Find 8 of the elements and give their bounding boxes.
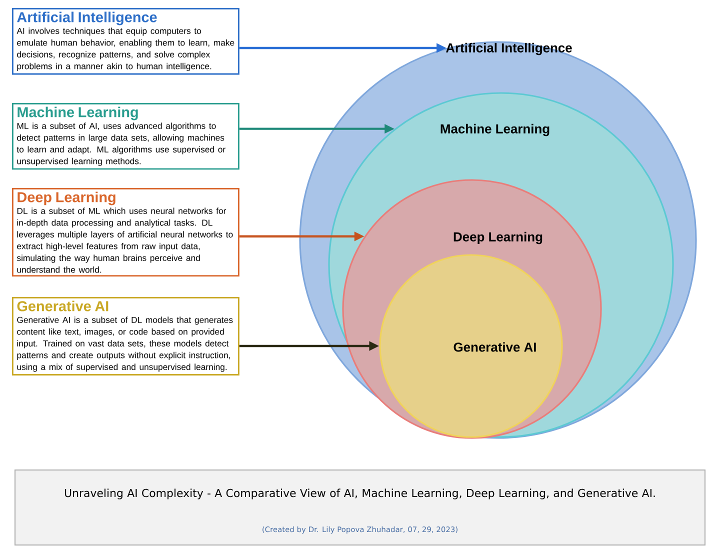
text-box: Generative AI Generative AI is a subset of DL models that generates content like text, images, or code based on provided input. Trained on vast data sets, these models detect patterns and create outputs without explicit instruction, using a mix of supervised and unsupervised learning. [12,297,240,376]
text-box: Machine Learning ML is a subset of AI, uses advanced algorithms to detect patterns in large data sets, allowing machines to learn and adapt. ML algorithms use supervised or unsupervised learning methods. [12,103,240,170]
circle-label: Deep Learning [454,232,542,244]
text-box: Deep Learning DL is a subset of ML which uses neural networks for in-depth data processing and analytical tasks. DL leverages multiple layers of artificial neural networks to extract high-level features from raw input data, simulating the way human brains perceive and understand the world. [12,188,240,276]
circle-label: Machine Learning [440,124,550,136]
circle-label: Generative AI [454,342,536,352]
circle-label: Artificial Intelligence [446,42,572,56]
text-box: Artificial Intelligence AI involves techniques that equip computers to emulate human behavior, enabling them to learn, make decisions, recognize patterns, and solve complex problems in a manner akin to human intelligence. [12,8,240,75]
